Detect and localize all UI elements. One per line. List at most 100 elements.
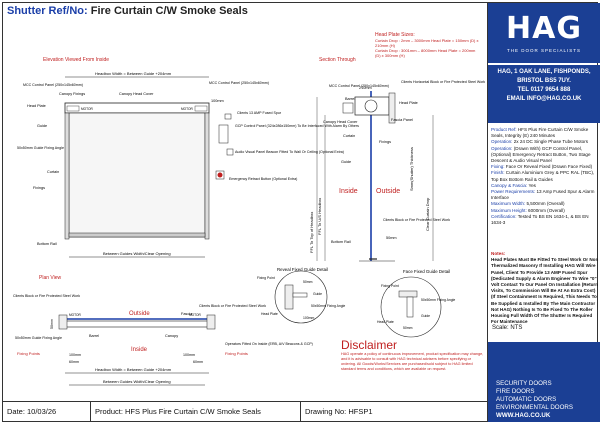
svg-text:MOTOR: MOTOR	[69, 313, 82, 317]
spec-key: Canopy & Fascia:	[491, 182, 528, 188]
svg-text:Head Plate: Head Plate	[399, 101, 418, 105]
svg-text:50x50mm Guide Fixing Angle: 50x50mm Guide Fixing Angle	[15, 336, 62, 340]
info-column: HAG THE DOOR SPECIALISTS HAG, 1 OAK LANE…	[487, 3, 600, 422]
svg-text:50mm: 50mm	[50, 319, 54, 329]
section-heading: Section Through	[319, 57, 356, 63]
svg-text:60mm: 60mm	[69, 360, 79, 364]
svg-text:Fixing Point: Fixing Point	[381, 284, 399, 288]
spec-value: 13 Amp Fused Spur & Alarm Interface	[491, 189, 595, 201]
svg-text:MOTOR: MOTOR	[181, 107, 194, 111]
scale: Scale: NTS	[492, 325, 523, 331]
svg-text:Emergency Retract Button (Opti: Emergency Retract Button (Optional Extra…	[229, 177, 297, 181]
spec-value: Yes	[527, 182, 536, 188]
svg-text:Fixing Point: Fixing Point	[257, 276, 275, 280]
svg-text:MOTOR: MOTOR	[189, 313, 202, 317]
fused-spur	[224, 113, 232, 120]
guide-right	[204, 112, 210, 240]
svg-text:Head Plate: Head Plate	[377, 320, 394, 324]
plan-heading: Plan View	[39, 275, 62, 281]
svg-text:MCC Control Panel (250x145x60m: MCC Control Panel (250x145x60mm)	[23, 83, 83, 87]
spec-key: Fixing:	[491, 164, 505, 170]
spec-value: HFS Plus Fire Curtain C/W Smoke Seals, I…	[491, 127, 589, 139]
svg-text:Fixing Points: Fixing Points	[225, 351, 248, 356]
svg-text:Canopy: Canopy	[165, 334, 178, 338]
svg-text:FFL To U/S Headbox: FFL To U/S Headbox	[317, 198, 322, 235]
spec-row: Operation: 2x 24 DC Single Phase Tube Mo…	[491, 139, 599, 145]
svg-text:Canopy Fixings: Canopy Fixings	[59, 92, 85, 96]
svg-text:Bottom Rail: Bottom Rail	[331, 240, 351, 244]
spec-key: Maximum Width:	[491, 201, 526, 207]
svg-text:Inside: Inside	[339, 188, 358, 195]
svg-text:Clear Curtain Drop: Clear Curtain Drop	[425, 197, 430, 231]
audio-visual-panel	[226, 148, 234, 156]
svg-text:50mm: 50mm	[303, 280, 313, 284]
svg-text:MCC Control Panel (250x145x60m: MCC Control Panel (250x145x60mm)	[209, 81, 269, 85]
head-plate-section	[388, 92, 396, 124]
page-title: Shutter Ref/No: Fire Curtain C/W Smoke S…	[7, 5, 248, 17]
elevation-heading: Elevation Viewed From Inside	[43, 57, 109, 63]
svg-text:Audio Visual Panel Beacon Fitt: Audio Visual Panel Beacon Fitted To Wall…	[235, 150, 344, 154]
svg-text:Outside: Outside	[129, 311, 150, 317]
svg-text:50x50mm Fixing Angle: 50x50mm Fixing Angle	[311, 304, 345, 308]
svg-text:100mm: 100mm	[211, 99, 224, 103]
spec-row: Certification: Tested To BS EN 1634-1, &…	[491, 214, 599, 226]
guide-left	[64, 112, 70, 240]
gcp-panel	[218, 124, 229, 144]
svg-text:Guide: Guide	[421, 314, 430, 318]
spec-value: 5,500mm (Overall)	[525, 201, 565, 207]
services-box: SECURITY DOORS FIRE DOORS AUTOMATIC DOOR…	[488, 342, 600, 422]
svg-text:Head Plate: Head Plate	[261, 312, 278, 316]
svg-text:GCP Control Panel (324x286x150: GCP Control Panel (324x286x150mm) To Be …	[235, 124, 359, 128]
svg-text:Guide: Guide	[313, 292, 322, 296]
svg-text:Curtain: Curtain	[343, 134, 355, 138]
svg-text:100mm: 100mm	[183, 353, 195, 357]
svg-text:Face Fixed Guide Detail: Face Fixed Guide Detail	[403, 269, 450, 274]
plan-headbox	[64, 320, 210, 328]
spec-row: Fixing: Face Or Reveal Fixed (Drawn Face…	[491, 164, 599, 170]
spec-row: Operation: (Drawn With) GCP Control Pane…	[491, 146, 599, 165]
svg-text:Clients 13 AMP Fused Spur: Clients 13 AMP Fused Spur	[237, 111, 282, 115]
svg-text:Guide: Guide	[37, 124, 47, 128]
svg-text:Between Guides Width/Clear Ope: Between Guides Width/Clear Opening	[103, 379, 171, 384]
svg-text:Outside: Outside	[376, 188, 400, 195]
svg-text:Headbox Width = Between Guide: Headbox Width = Between Guide +204mm	[95, 367, 172, 372]
svg-text:MOTOR: MOTOR	[81, 107, 94, 111]
spec-value: 6000mm (Overall)	[526, 207, 565, 213]
svg-text:MCC Control Panel (250x145x60m: MCC Control Panel (250x145x60mm)	[329, 84, 389, 88]
svg-text:Canopy Head Cover: Canopy Head Cover	[119, 92, 154, 96]
svg-text:Reveal Fixed Guide Detail: Reveal Fixed Guide Detail	[277, 267, 328, 272]
spec-value: (Drawn With) GCP Control Panel, (Optiona…	[491, 145, 591, 164]
svg-text:50x50mm Guide Fixing Angle: 50x50mm Guide Fixing Angle	[17, 146, 64, 150]
svg-text:Between Guides Width/Clear Ope: Between Guides Width/Clear Opening	[103, 251, 171, 256]
svg-text:Operators Fitted On Inside (ER: Operators Fitted On Inside (ERB, A/V Bea…	[225, 342, 313, 346]
drawing-date: Date: 10/03/26	[3, 402, 91, 422]
svg-text:FFL To Top of Headbox: FFL To Top of Headbox	[309, 212, 314, 253]
svg-text:Fascia: Fascia	[181, 312, 193, 316]
svg-text:210mm: 210mm	[359, 86, 372, 90]
spec-value: Face Or Reveal Fixed (Drawn Face Fixed)	[504, 164, 593, 170]
dim-headbox-width: Headbox Width = Between Guide +204mm	[95, 71, 172, 76]
svg-text:50mm: 50mm	[386, 236, 397, 240]
spec-row: Finish: Curtain Aluminium Grey & PPC RAL…	[491, 170, 599, 182]
emergency-dot	[217, 172, 223, 178]
spec-value: Tested To BS EN 1634-1, & BS EN 1634-3	[491, 213, 589, 226]
svg-text:Clients Block or Fire Protecte: Clients Block or Fire Protected Steel Wo…	[199, 304, 266, 308]
hag-logo: HAG THE DOOR SPECIALISTS	[488, 3, 600, 63]
spec-key: Product Ref:	[491, 127, 517, 132]
title-block: Date: 10/03/26 Product: HFS Plus Fire Cu…	[3, 401, 487, 422]
spec-key: Maximum Height:	[491, 207, 527, 213]
spec-key: Power Requirements:	[491, 189, 536, 195]
svg-text:Fixings: Fixings	[379, 140, 391, 144]
svg-text:60mm: 60mm	[193, 360, 203, 364]
spec-row: Canopy & Fascia: Yes	[491, 183, 599, 189]
barrel	[364, 99, 378, 113]
svg-text:Barrel: Barrel	[89, 334, 99, 338]
spec-key: Finish:	[491, 170, 505, 176]
svg-text:Fixings: Fixings	[33, 186, 45, 190]
svg-text:Inside: Inside	[131, 347, 148, 353]
svg-text:100mm: 100mm	[303, 316, 314, 320]
svg-text:50mm: 50mm	[403, 326, 413, 330]
notes: Notes: Head Plates Must Be Fitted To Ste…	[491, 251, 599, 325]
svg-text:Clients Block or Fire Protecte: Clients Block or Fire Protected Steel Wo…	[383, 218, 450, 222]
